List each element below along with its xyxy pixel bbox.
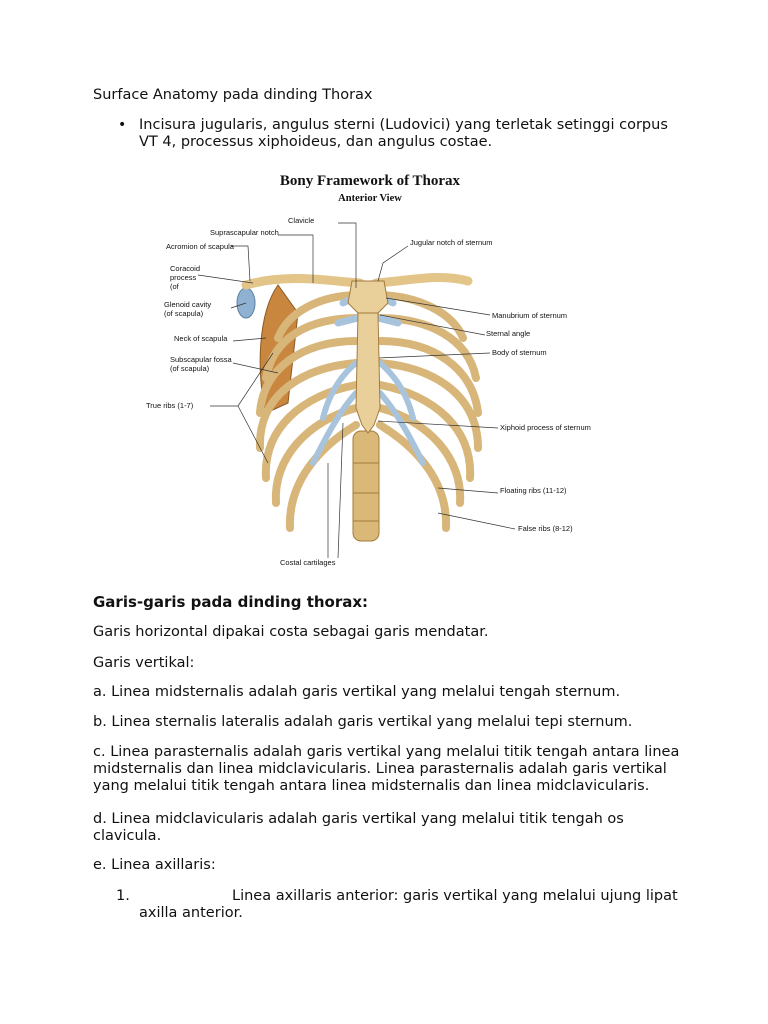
figure-subtitle: Anterior View bbox=[338, 193, 402, 204]
label-false-ribs: False ribs (8-12) bbox=[518, 524, 573, 533]
label-acromion: Acromion of scapula bbox=[166, 242, 235, 251]
label-manubrium: Manubrium of sternum bbox=[492, 311, 567, 320]
section-heading: Garis-garis pada dinding thorax: bbox=[93, 593, 369, 611]
label-subscapular-1: Subscapular fossa bbox=[170, 355, 233, 364]
bullet-dot: • bbox=[118, 117, 127, 133]
label-coracoid-3: (of bbox=[170, 282, 180, 291]
leader-lines bbox=[197, 222, 516, 559]
label-glenoid-2: (of scapula) bbox=[164, 309, 204, 318]
bullet-text: Incisura jugularis, angulus sterni (Ludo… bbox=[139, 117, 668, 150]
numbered-item-text: Linea axillaris anterior: garis vertikal… bbox=[139, 888, 678, 921]
label-coracoid-2: process bbox=[170, 273, 197, 282]
label-jugular-notch: Jugular notch of sternum bbox=[410, 238, 493, 247]
label-coracoid-1: Coracoid bbox=[170, 264, 200, 273]
figure-title: Bony Framework of Thorax bbox=[280, 173, 461, 189]
document-title: Surface Anatomy pada dinding Thorax bbox=[93, 87, 373, 103]
label-glenoid-1: Glenoid cavity bbox=[164, 300, 211, 309]
list-item-d: d. Linea midclavicularis adalah garis ve… bbox=[93, 811, 624, 844]
label-suprascapular-notch: Suprascapular notch bbox=[210, 228, 279, 237]
figure-labels: Clavicle Suprascapular notch Acromion of… bbox=[146, 216, 591, 567]
paragraph-vertikal: Garis vertikal: bbox=[93, 655, 195, 671]
label-clavicle: Clavicle bbox=[288, 216, 314, 225]
label-true-ribs: True ribs (1-7) bbox=[146, 401, 194, 410]
list-item-b: b. Linea sternalis lateralis adalah gari… bbox=[93, 714, 633, 730]
label-floating-ribs: Floating ribs (11-12) bbox=[500, 486, 567, 495]
paragraph-horizontal: Garis horizontal dipakai costa sebagai g… bbox=[93, 624, 489, 640]
numbered-item-number: 1. bbox=[116, 888, 130, 904]
list-item-e: e. Linea axillaris: bbox=[93, 857, 216, 873]
label-subscapular-2: (of scapula) bbox=[170, 364, 210, 373]
rib-cage-drawing bbox=[236, 273, 482, 542]
label-costal-cartilages: Costal cartilages bbox=[280, 558, 336, 567]
list-item-a: a. Linea midsternalis adalah garis verti… bbox=[93, 684, 621, 700]
label-body-sternum: Body of sternum bbox=[492, 348, 547, 357]
thorax-figure: Bony Framework of Thorax Anterior View bbox=[138, 163, 600, 575]
label-neck-scapula: Neck of scapula bbox=[174, 334, 228, 343]
label-xiphoid: Xiphoid process of sternum bbox=[500, 423, 591, 432]
label-sternal-angle: Sternal angle bbox=[486, 329, 530, 338]
thorax-illustration: Bony Framework of Thorax Anterior View bbox=[146, 173, 591, 567]
list-item-c: c. Linea parasternalis adalah garis vert… bbox=[93, 744, 680, 794]
